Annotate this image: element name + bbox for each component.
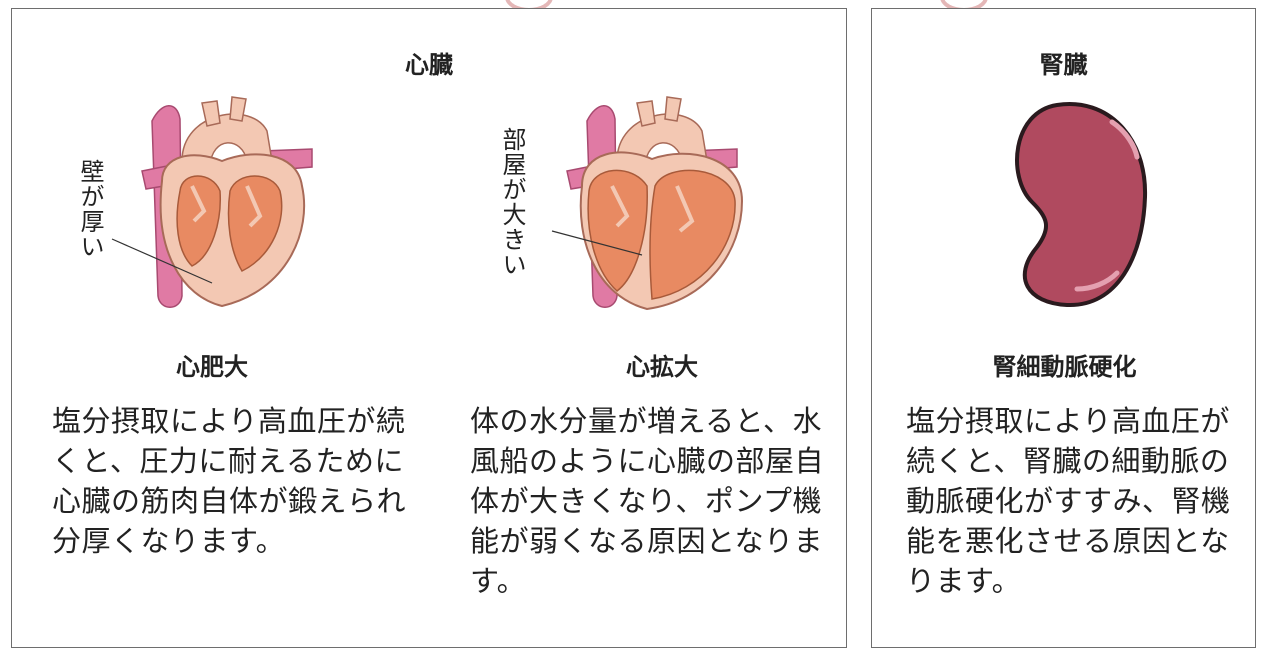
kidney-panel: 腎臓 腎細動脈硬化 塩分摂取により高血圧が続くと、腎臓の細動脈の動脈硬化がすすみ… bbox=[871, 8, 1256, 648]
heart-panel: 心臓 壁が厚い 心肥大 塩分摂取により高血圧が続くと、圧力に耐えるために心臓の筋… bbox=[11, 8, 847, 648]
dilation-pointer-line bbox=[551, 230, 643, 256]
kidney-panel-title: 腎臓 bbox=[1039, 51, 1088, 79]
kidney-condition-name: 腎細動脈硬化 bbox=[992, 353, 1137, 381]
dilation-description: 体の水分量が増えると、水風船のように心臓の部屋自体が大きくなり、ポンプ機能が弱く… bbox=[470, 404, 825, 598]
dilation-name: 心拡大 bbox=[626, 353, 698, 381]
heart-panel-title: 心臓 bbox=[405, 51, 453, 79]
kidney-description: 塩分摂取により高血圧が続くと、腎臓の細動脈の動脈硬化がすすみ、腎機能を悪化させる… bbox=[906, 404, 1231, 598]
hypertrophy-description: 塩分摂取により高血圧が続くと、圧力に耐えるために心臓の筋肉自体が鍛えられ分厚くな… bbox=[52, 404, 407, 558]
hypertrophy-heart-illustration bbox=[141, 96, 313, 308]
kidney-illustration bbox=[1015, 101, 1148, 308]
hypertrophy-name: 心肥大 bbox=[176, 353, 248, 381]
hypertrophy-label: 壁が厚い bbox=[76, 159, 104, 259]
dilation-label: 部屋が大きい bbox=[498, 127, 526, 277]
dilation-heart-illustration bbox=[566, 96, 744, 311]
hypertrophy-pointer-line bbox=[111, 238, 213, 284]
